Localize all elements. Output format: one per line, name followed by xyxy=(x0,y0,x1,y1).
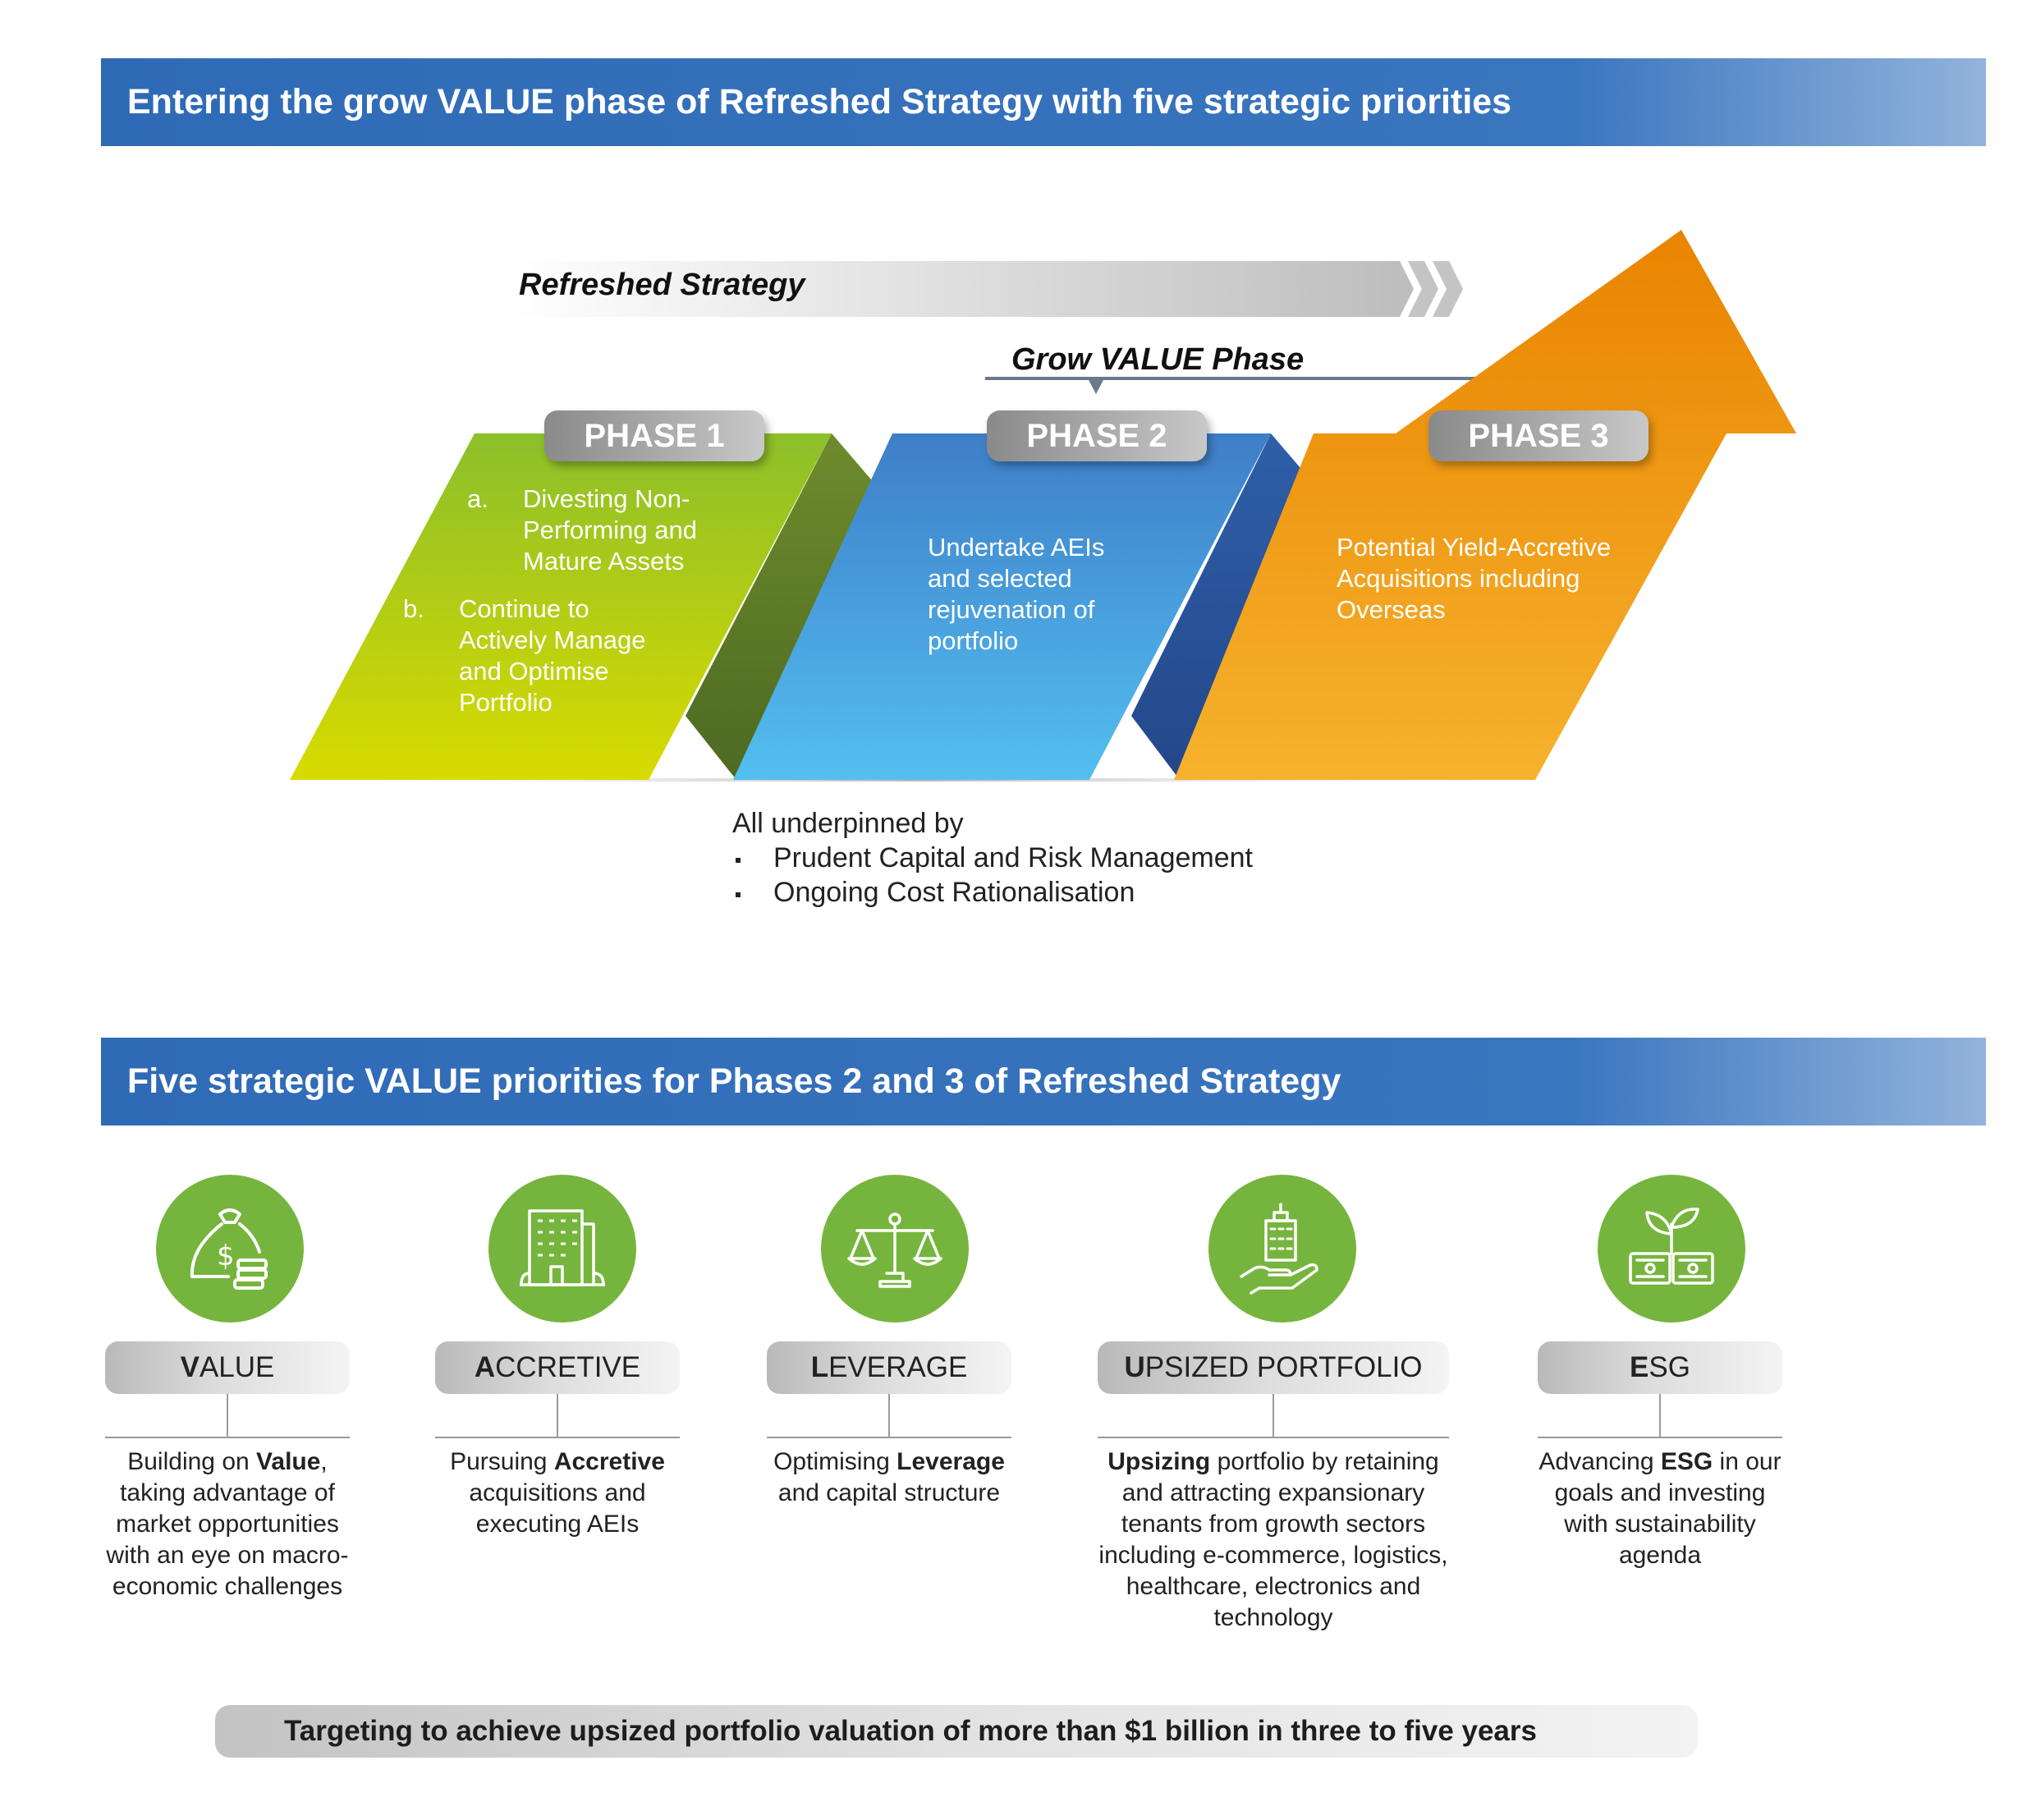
phase1-item-b: b. Continue to Actively Manage and Optim… xyxy=(403,594,736,718)
scales-icon xyxy=(821,1175,969,1323)
priority-desc-upsized-portfolio: Upsizing portfolio by retaining and attr… xyxy=(1098,1448,1448,1631)
target-statement-bar: Targeting to achieve upsized portfolio v… xyxy=(215,1705,1698,1758)
phase2-shape xyxy=(733,433,1271,780)
phase3-text: Potential Yield-Accretive Acquisitions i… xyxy=(1337,533,1612,624)
priority-keyword: Accretive xyxy=(553,1448,665,1475)
phase2-label: PHASE 2 xyxy=(1026,418,1167,454)
connector-line xyxy=(227,1394,228,1437)
priority-rest: EVERAGE xyxy=(828,1351,968,1383)
top-banner-title: Entering the grow VALUE phase of Refresh… xyxy=(127,82,1512,121)
connector-line xyxy=(557,1394,558,1437)
grow-value-phase-label: Grow VALUE Phase xyxy=(1011,342,1305,377)
underpinned-item: Ongoing Cost Rationalisation xyxy=(732,875,1253,910)
phase1-item-a: a. Divesting Non-Performing and Mature A… xyxy=(460,484,736,577)
phase2-text: Undertake AEIs and selected rejuvenation… xyxy=(928,533,1105,655)
underpinned-item: Prudent Capital and Risk Management xyxy=(732,841,1253,875)
connector-line xyxy=(1659,1394,1661,1437)
phase1-pill xyxy=(544,410,764,461)
priority-rest: PSIZED PORTFOLIO xyxy=(1144,1351,1423,1383)
money-bag-icon: $ xyxy=(156,1175,304,1323)
refreshed-strategy-bar xyxy=(509,261,1463,317)
underpinned-list: Prudent Capital and Risk Management Ongo… xyxy=(732,841,1253,910)
priorities-banner-title: Five strategic VALUE priorities for Phas… xyxy=(127,1061,1341,1101)
phase1-side xyxy=(686,433,891,780)
connector-line xyxy=(1098,1437,1449,1438)
priority-rest: CCRETIVE xyxy=(495,1351,641,1383)
phase-diagram xyxy=(263,230,1796,782)
priority-first-letter: U xyxy=(1124,1351,1145,1383)
svg-text:$: $ xyxy=(217,1240,235,1272)
phase1-shape xyxy=(290,433,832,780)
phase1-item-b-text: Continue to Actively Manage and Optimise… xyxy=(459,594,646,717)
priority-desc-leverage: Optimising Leverage and capital structur… xyxy=(773,1448,1005,1506)
phase3-arrow xyxy=(1174,230,1796,780)
phase1-items: a. Divesting Non-Performing and Mature A… xyxy=(403,484,736,718)
building-icon xyxy=(488,1175,636,1323)
priority-pill-value: VALUE xyxy=(105,1341,350,1394)
phase1-item-a-letter: a. xyxy=(467,484,488,513)
plant-money-icon xyxy=(1598,1175,1745,1323)
priority-rest: ALUE xyxy=(199,1351,275,1383)
priority-desc-esg: Advancing ESG in our goals and investing… xyxy=(1538,1448,1782,1569)
priority-rest: SG xyxy=(1649,1351,1690,1383)
priority-pill-leverage: LEVERAGE xyxy=(767,1341,1011,1394)
refreshed-strategy-label: Refreshed Strategy xyxy=(519,268,805,302)
priority-first-letter: L xyxy=(810,1351,829,1383)
connector-line xyxy=(435,1437,680,1438)
connector-line xyxy=(888,1394,890,1437)
priority-pill-esg: ESG xyxy=(1538,1341,1782,1394)
phase1-label: PHASE 1 xyxy=(584,418,725,454)
priority-pill-accretive: ACCRETIVE xyxy=(435,1341,680,1394)
connector-line xyxy=(1272,1394,1274,1437)
priority-keyword: Upsizing xyxy=(1107,1448,1211,1475)
priority-desc-value: Building on Value, taking advantage of m… xyxy=(106,1448,349,1600)
underpinned-intro: All underpinned by xyxy=(732,808,964,839)
phase1-item-b-letter: b. xyxy=(403,594,424,623)
priorities-banner: Five strategic VALUE priorities for Phas… xyxy=(101,1038,1986,1125)
connector-line xyxy=(767,1437,1011,1438)
priority-keyword: Value xyxy=(256,1448,321,1475)
priority-keyword: ESG xyxy=(1660,1448,1713,1475)
priority-first-letter: E xyxy=(1630,1351,1649,1383)
phase3-pill xyxy=(1428,410,1649,461)
priority-pill-upsized-portfolio: UPSIZED PORTFOLIO xyxy=(1098,1341,1449,1394)
priority-first-letter: A xyxy=(474,1351,496,1383)
top-banner: Entering the grow VALUE phase of Refresh… xyxy=(101,58,1986,146)
priority-desc-accretive: Pursuing Accretive acquisitions and exec… xyxy=(450,1448,665,1538)
priority-first-letter: V xyxy=(180,1351,199,1383)
connector-line xyxy=(105,1437,350,1438)
hand-building-icon xyxy=(1208,1175,1356,1323)
phase3-label: PHASE 3 xyxy=(1468,418,1609,454)
priority-keyword: Leverage xyxy=(896,1448,1005,1475)
phase1-item-a-text: Divesting Non-Performing and Mature Asse… xyxy=(523,484,697,575)
phase2-pill xyxy=(987,410,1207,461)
connector-line xyxy=(1538,1437,1782,1438)
target-statement: Targeting to achieve upsized portfolio v… xyxy=(284,1715,1537,1747)
underpinned-block: All underpinned by Prudent Capital and R… xyxy=(732,806,1253,910)
